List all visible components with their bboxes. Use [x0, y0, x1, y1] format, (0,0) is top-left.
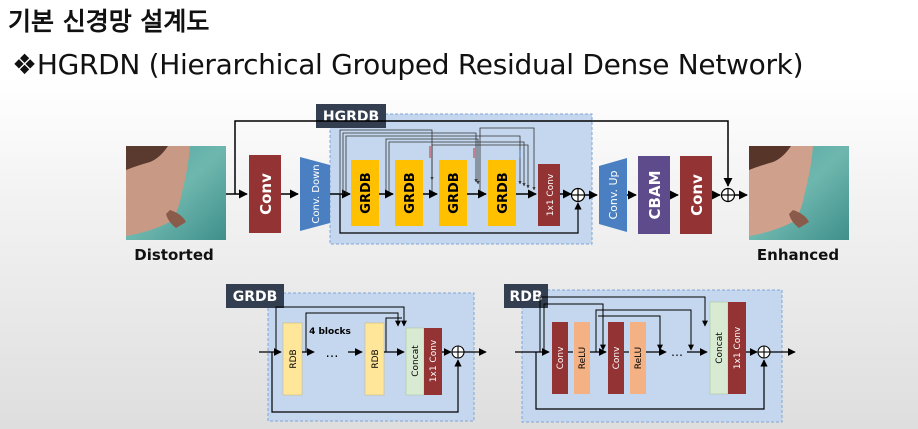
grdb-dense-line-3 — [385, 317, 402, 352]
conv-down-block — [300, 157, 330, 231]
bullet-icon: ❖ — [12, 48, 37, 81]
enhanced-image — [749, 146, 849, 240]
rdb-conv-label-1: Conv — [556, 346, 566, 369]
conv-in-block — [249, 155, 281, 233]
rdb-relu-block-1 — [574, 322, 590, 394]
grdb-label-2: GRDB — [403, 172, 418, 213]
grdb-dense-line-1 — [275, 306, 407, 352]
rdb-dense-connections — [539, 296, 708, 352]
rdb-concat-label: Concat — [715, 332, 725, 364]
subtitle-text: HGRDN (Hierarchical Grouped Residual Den… — [36, 48, 804, 81]
rdb-conv-label-2: Conv — [612, 346, 622, 369]
grdb-tag — [226, 284, 284, 308]
hgrdb-dense-connections-colored — [429, 146, 521, 158]
grdb-block-3 — [439, 160, 467, 226]
global-skip-line — [234, 120, 733, 194]
rdb-relu-label-1: ReLU — [578, 347, 588, 370]
rdb-conv-block-2 — [608, 322, 624, 394]
grdb-rdb-block-2 — [364, 322, 385, 396]
rdb-ellipsis: … — [671, 345, 683, 359]
rdb-1x1-conv-block — [728, 302, 746, 394]
rdb-conv-block-1 — [552, 322, 568, 394]
grdb-rdb-block-1 — [282, 322, 303, 396]
rdb-relu-block-2 — [630, 322, 646, 394]
grdb-rdb-label-1: RDB — [289, 349, 299, 368]
grdb-concat-label: Concat — [411, 345, 421, 377]
enhanced-label: Enhanced — [757, 246, 839, 264]
rdb-skip-line — [535, 352, 768, 410]
grdb-sum-icon — [451, 345, 465, 359]
page-subtitle: ❖HGRDN (Hierarchical Grouped Residual De… — [12, 48, 804, 81]
grdb-block-1 — [351, 160, 379, 226]
cbam-block — [638, 156, 670, 234]
rdb-sum-icon — [757, 345, 771, 359]
conv-in-label: Conv — [257, 173, 275, 215]
grdb-block-4 — [488, 160, 516, 226]
conv-down-label: Conv. Down — [311, 164, 322, 223]
grdb-1x1-conv-block — [424, 328, 442, 395]
grdb-skip-line — [271, 352, 462, 413]
hgrdb-local-skip — [339, 194, 582, 234]
hgrdb-tag-label: HGRDB — [323, 109, 379, 125]
grdb-rdb-label-2: RDB — [371, 349, 381, 368]
conv-out-block — [680, 156, 712, 234]
grdb-ellipsis: … — [326, 346, 339, 361]
cbam-label: CBAM — [646, 171, 664, 220]
grdb-label-3: GRDB — [447, 172, 462, 213]
rdb-1x1-conv-label: 1x1 Conv — [733, 326, 743, 369]
grdb-tag-label: GRDB — [233, 289, 278, 305]
hgrdb-tag — [316, 104, 386, 128]
global-sum-icon — [720, 187, 736, 203]
hgrdb-dense-connections — [339, 127, 536, 194]
grdb-label-1: GRDB — [359, 172, 374, 213]
hgrdb-sum-icon — [570, 187, 586, 203]
conv-up-label: Conv. Up — [607, 170, 620, 219]
grdb-dense-line-2 — [305, 312, 401, 352]
distorted-label: Distorted — [134, 246, 213, 264]
rdb-tag — [504, 284, 548, 308]
conv-up-block — [599, 158, 627, 232]
grdb-block-2 — [395, 160, 423, 226]
rdb-tag-label: RDB — [509, 289, 542, 305]
page-title: 기본 신경망 설계도 — [8, 7, 210, 36]
grdb-label-4: GRDB — [496, 172, 511, 213]
conv-out-label: Conv — [688, 174, 706, 216]
hgrdb-1x1-conv-block — [538, 164, 560, 226]
grdb-blocks-note: 4 blocks — [309, 327, 351, 337]
hgrdb-1x1-conv-label: 1x1 Conv — [546, 173, 556, 216]
distorted-image — [126, 146, 226, 240]
rdb-relu-label-2: ReLU — [634, 347, 644, 370]
grdb-1x1-conv-label: 1x1 Conv — [429, 339, 439, 382]
